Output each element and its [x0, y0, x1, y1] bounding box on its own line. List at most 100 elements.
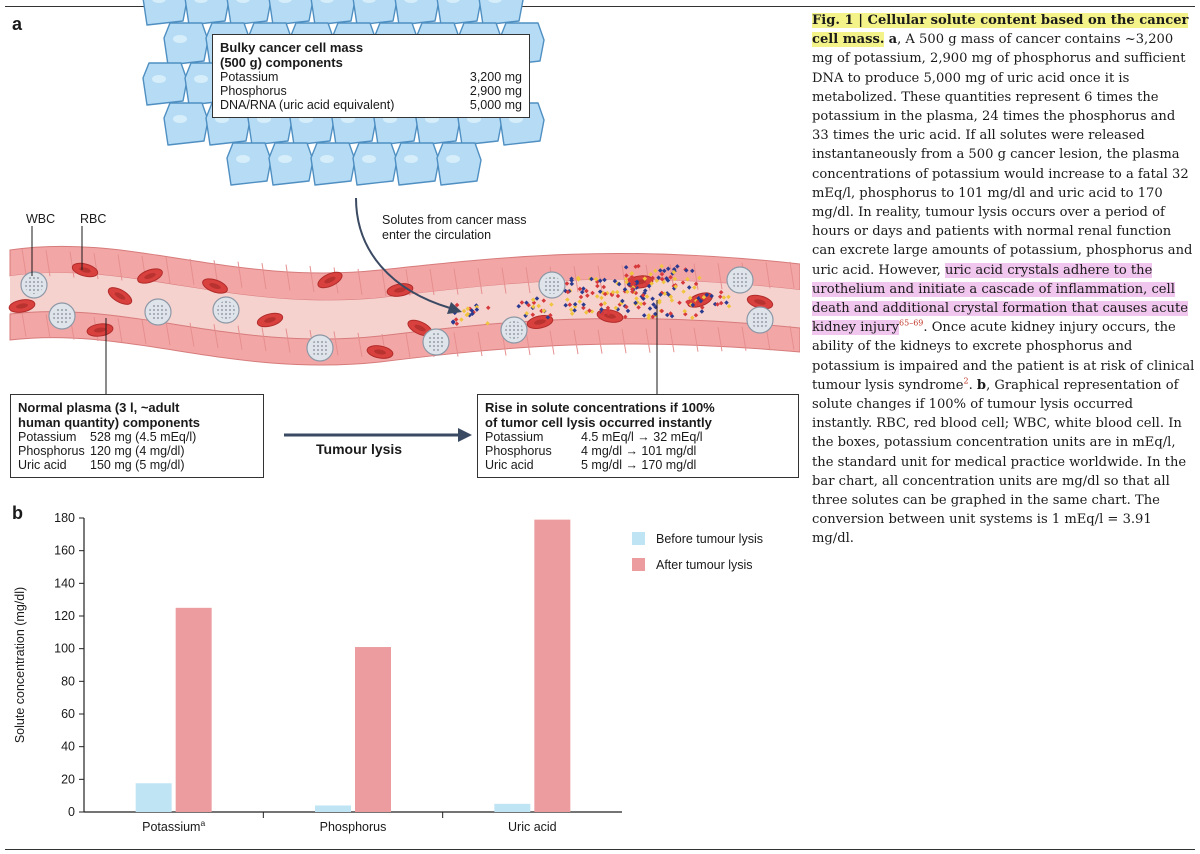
- solute-particle: [569, 278, 574, 283]
- y-tick-label: 40: [61, 740, 75, 754]
- wall-cell-border: [621, 265, 627, 292]
- solute-particle: [565, 289, 571, 295]
- bar-after-tumour-lysis: [355, 647, 391, 812]
- legend-label: After tumour lysis: [656, 558, 753, 572]
- rise-box-title-1: Rise in solute concentrations if 100%: [485, 400, 715, 415]
- y-tick-label: 160: [54, 544, 75, 558]
- wall-cell-border: [669, 328, 675, 353]
- wall-cell-border: [189, 258, 195, 285]
- bar-before-tumour-lysis: [135, 783, 172, 812]
- cancer-cell: [352, 0, 398, 26]
- white-blood-cell-texture: [311, 339, 329, 357]
- red-blood-cell-center: [16, 303, 28, 309]
- solute-particle: [564, 281, 570, 286]
- legend-label: Before tumour lysis: [656, 532, 763, 546]
- wall-cell-border: [237, 325, 243, 350]
- solute-particle: [677, 300, 682, 306]
- rise-box-title-2: of tumor cell lysis occurred instantly: [485, 415, 712, 430]
- red-blood-cell-center: [324, 276, 336, 284]
- rbc-label: RBC: [80, 212, 107, 226]
- wall-cell-border: [573, 330, 579, 355]
- wall-cell-border: [453, 332, 459, 357]
- wall-cell-border: [789, 325, 795, 350]
- solute-particle: [659, 271, 665, 277]
- wall-cell-border: [285, 328, 291, 353]
- caption-text-4: , Graphical representation of solute cha…: [812, 377, 1187, 547]
- caption-a-label: a: [888, 32, 898, 48]
- wbc-label: WBC: [26, 212, 56, 226]
- normal-row-label: Uric acid: [18, 458, 67, 472]
- rise-row-label: Uric acid: [485, 458, 534, 472]
- cancer-cell: [436, 0, 482, 26]
- solute-particle: [590, 290, 595, 296]
- cancer-cell: [310, 0, 356, 26]
- solute-particle: [687, 295, 693, 301]
- solute-particle: [668, 274, 673, 280]
- solute-particle: [662, 268, 667, 274]
- solute-particle: [530, 304, 536, 310]
- wall-cell-border: [165, 321, 171, 346]
- solute-particle: [464, 312, 470, 318]
- solute-particle: [572, 301, 578, 307]
- normal-row-value: 120 mg (4 mg/dl): [90, 444, 185, 458]
- solute-particle: [684, 268, 689, 273]
- solute-particle: [651, 302, 656, 307]
- legend-swatch: [632, 558, 645, 571]
- solute-particle: [584, 288, 589, 294]
- solute-particle: [606, 311, 611, 316]
- bulky-row-label: Phosphorus: [220, 84, 287, 98]
- bulky-row-phosphorus: Phosphorus 2,900 mg: [220, 84, 522, 98]
- caption-text-1: , A 500 g mass of cancer contains ~3,200…: [812, 32, 1193, 278]
- solute-particle: [624, 273, 629, 278]
- wall-cell-border: [309, 265, 315, 293]
- solute-particle: [581, 302, 586, 307]
- solute-particle: [526, 302, 531, 308]
- bulky-row-potassium: Potassium 3,200 mg: [220, 70, 522, 84]
- solute-particle: [685, 299, 690, 305]
- white-blood-cell-texture: [53, 307, 71, 325]
- solute-particle: [589, 276, 594, 282]
- solute-particle: [709, 293, 714, 299]
- bar-after-tumour-lysis: [175, 607, 212, 812]
- cancer-cell-highlight: [173, 35, 187, 43]
- solute-particle: [623, 276, 629, 282]
- cancer-cell: [394, 142, 440, 186]
- cancer-cell: [226, 0, 272, 26]
- top-rule: [5, 6, 1195, 7]
- solute-particle: [624, 279, 629, 285]
- red-blood-cell-center: [209, 282, 221, 290]
- wall-cell-border: [405, 333, 411, 358]
- rise-row-potassium: Potassium 4.5 mEq/l → 32 mEq/l: [485, 430, 791, 444]
- solute-particle: [595, 283, 600, 289]
- wall-cell-border: [693, 327, 699, 352]
- cancer-cell-highlight: [362, 155, 376, 163]
- solute-particle: [598, 302, 604, 307]
- solute-particle: [683, 311, 688, 317]
- normal-row-phosphorus: Phosphorus 120 mg (4 mg/dl): [18, 444, 256, 458]
- solute-particle: [633, 264, 638, 269]
- solute-particle: [548, 312, 553, 318]
- solute-particle: [652, 311, 658, 317]
- solute-particle: [650, 314, 656, 320]
- solute-particle: [541, 308, 547, 314]
- solute-particle: [461, 308, 467, 314]
- solute-particle: [615, 293, 621, 299]
- solute-particle: [524, 311, 529, 316]
- solute-particles: [450, 263, 732, 326]
- y-tick-label: 0: [68, 805, 75, 819]
- solute-particle: [636, 305, 641, 310]
- solute-particle: [627, 277, 632, 282]
- solute-particle: [569, 281, 575, 287]
- rise-row-phosphorus: Phosphorus 4 mg/dl → 101 mg/dl: [485, 444, 791, 458]
- solute-particle: [470, 311, 475, 317]
- x-tick-label: Potassiuma: [142, 818, 205, 834]
- solute-particle: [612, 278, 618, 284]
- wall-cell-border: [45, 250, 51, 277]
- solute-particle: [658, 292, 663, 297]
- cancer-cell: [436, 142, 482, 186]
- solute-particle: [524, 300, 529, 305]
- bulky-row-label: Potassium: [220, 70, 279, 84]
- solute-particle: [565, 297, 570, 302]
- solute-particle: [625, 289, 630, 295]
- solute-particle: [469, 308, 475, 313]
